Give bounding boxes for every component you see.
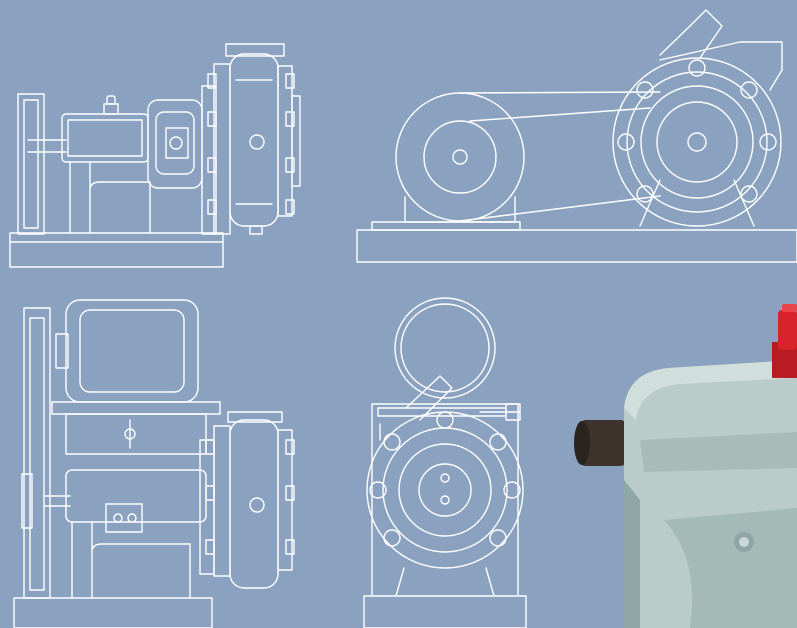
pump-photo: [574, 304, 797, 628]
side-view-drawing: [9, 43, 301, 268]
side-view-belt-drive-drawing: [13, 299, 295, 628]
end-view-drawing: [363, 297, 527, 628]
front-view-belt-drive-drawing: [356, 9, 797, 263]
